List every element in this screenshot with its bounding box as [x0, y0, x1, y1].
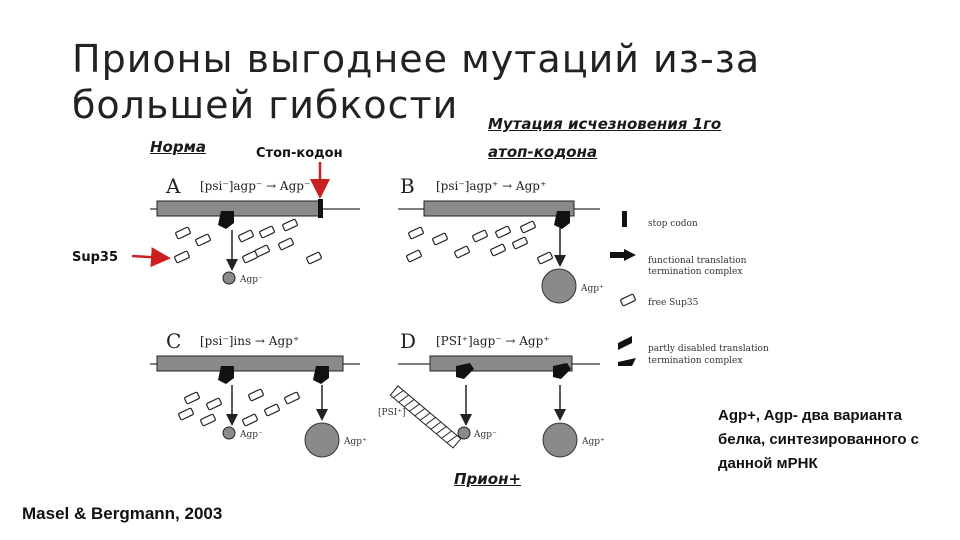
panel-a-formula: [psi⁻]agp⁻ → Agp⁻ — [200, 179, 310, 193]
product-large-d — [543, 423, 577, 457]
panel-c-formula: [psi⁻]ins → Agp⁺ — [200, 334, 299, 348]
product-small-c — [223, 427, 235, 439]
product-large-b — [542, 269, 576, 303]
product-large-c — [305, 423, 339, 457]
product-small-a — [223, 272, 235, 284]
free-sup35-c — [178, 389, 300, 426]
aggregate-label: [PSI⁺] — [378, 408, 406, 418]
mrna-bar-c — [157, 356, 343, 371]
legend-free-label: free Sup35 — [648, 298, 699, 308]
panel-d-formula: [PSI⁺]agp⁻ → Agp⁺ — [436, 334, 550, 348]
product-small-d — [458, 427, 470, 439]
panel-a: A [psi⁻]agp⁻ → Agp⁻ Agp⁻ — [132, 162, 360, 285]
product-c2-label: Agp⁺ — [343, 437, 367, 447]
panel-d: D [PSI⁺]agp⁻ → Agp⁺ Agp⁻ Agp⁺ [PSI⁺] — [378, 329, 605, 457]
panel-c-letter: C — [166, 329, 181, 353]
mrna-bar-b — [424, 201, 574, 216]
legend-functional-label-1: functional translation — [648, 256, 747, 266]
panel-b-formula: [psi⁻]agp⁺ → Agp⁺ — [436, 179, 546, 193]
legend-stop-icon — [622, 211, 627, 227]
stop-codon-a — [318, 199, 323, 218]
mrna-bar-a — [157, 201, 321, 216]
mrna-bar-d — [430, 356, 572, 371]
panel-b: B [psi⁻]agp⁺ → Agp⁺ Agp⁺ — [398, 174, 604, 303]
panel-b-letter: B — [400, 174, 415, 198]
product-a-label: Agp⁻ — [239, 275, 263, 285]
legend-functional-label-2: termination complex — [648, 267, 742, 277]
legend-partly-icon-1 — [618, 336, 632, 350]
legend-stop-label: stop codon — [648, 219, 698, 229]
legend-partly-label-1: partly disabled translation — [648, 344, 769, 354]
legend: stop codon functional translation termin… — [610, 211, 769, 366]
product-b-label: Agp⁺ — [580, 284, 604, 294]
product-d1-label: Agp⁻ — [473, 430, 497, 440]
panel-a-letter: A — [165, 174, 181, 198]
legend-partly-icon-2 — [618, 358, 636, 366]
free-sup35-a — [174, 219, 322, 264]
legend-free-icon — [620, 294, 636, 306]
product-d2-label: Agp⁺ — [581, 437, 605, 447]
free-sup35-b — [406, 221, 553, 264]
panel-c: C [psi⁻]ins → Agp⁺ Agp⁻ Agp⁺ — [150, 329, 367, 457]
legend-partly-label-2: termination complex — [648, 356, 742, 366]
legend-functional-icon — [610, 249, 636, 261]
sup35-pointer — [132, 256, 166, 258]
product-c1-label: Agp⁻ — [239, 430, 263, 440]
panel-d-letter: D — [400, 329, 416, 353]
